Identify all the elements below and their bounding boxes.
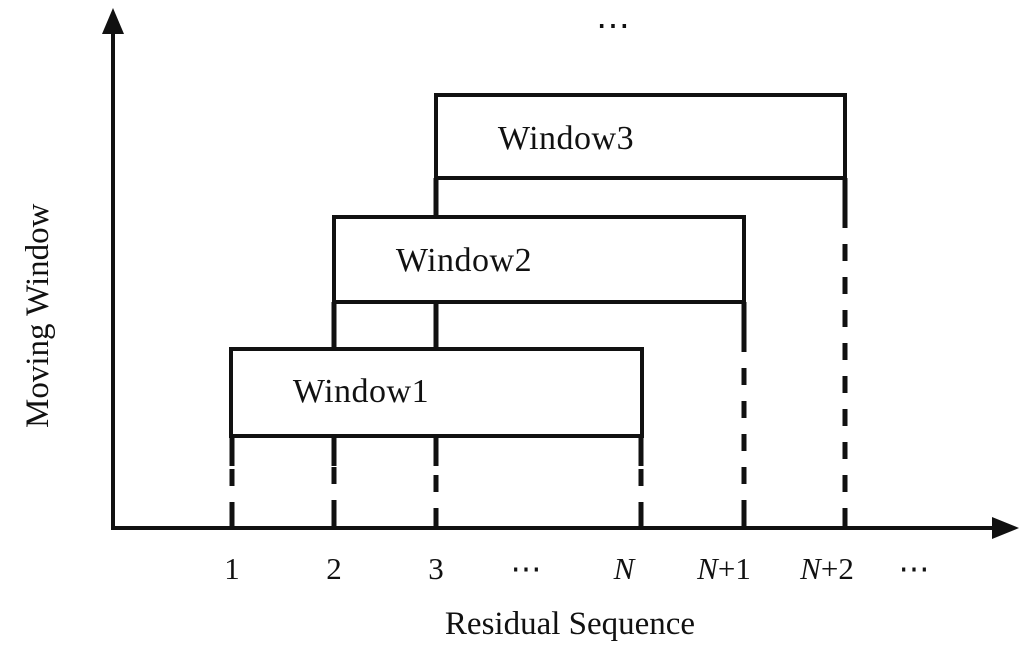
x-tick-label-3: 3 <box>428 551 444 586</box>
window1-box <box>229 347 644 438</box>
x-tick-label-1: 1 <box>224 551 240 586</box>
window3-box <box>434 93 847 180</box>
y-axis-arrowhead <box>102 8 124 34</box>
x-tick-label-N-plus-2: N+2 <box>800 553 854 584</box>
x-tick-label-N-plus-1-suffix: +1 <box>717 551 751 586</box>
x-tick-label-N-plus-1-italic: N <box>697 551 718 586</box>
tick-stub-group <box>229 178 848 466</box>
window3-label: Window3 <box>497 120 635 157</box>
y-axis-title: Moving Window <box>20 203 56 429</box>
x-tick-label-2: 2 <box>326 551 342 586</box>
x-tick-label-ellipsis-right: ⋯ <box>898 551 932 586</box>
window-box-group <box>229 93 847 438</box>
x-tick-mark-group <box>229 508 848 527</box>
x-tick-label-N: N <box>614 553 635 584</box>
top-ellipsis-label: ⋯ <box>596 8 634 45</box>
x-tick-label-N-plus-2-suffix: +2 <box>820 551 854 586</box>
window2-label: Window2 <box>395 242 533 279</box>
axis-group <box>102 8 1019 539</box>
window2-box <box>332 215 746 304</box>
x-tick-label-N-text: N <box>613 551 635 586</box>
x-axis-title: Residual Sequence <box>444 606 696 642</box>
x-tick-label-N-plus-2-italic: N <box>800 551 821 586</box>
x-tick-label-ellipsis-mid: ⋯ <box>510 551 544 586</box>
window1-label: Window1 <box>292 373 430 410</box>
x-tick-label-N-plus-1: N+1 <box>697 553 751 584</box>
x-axis-arrowhead <box>992 517 1019 539</box>
